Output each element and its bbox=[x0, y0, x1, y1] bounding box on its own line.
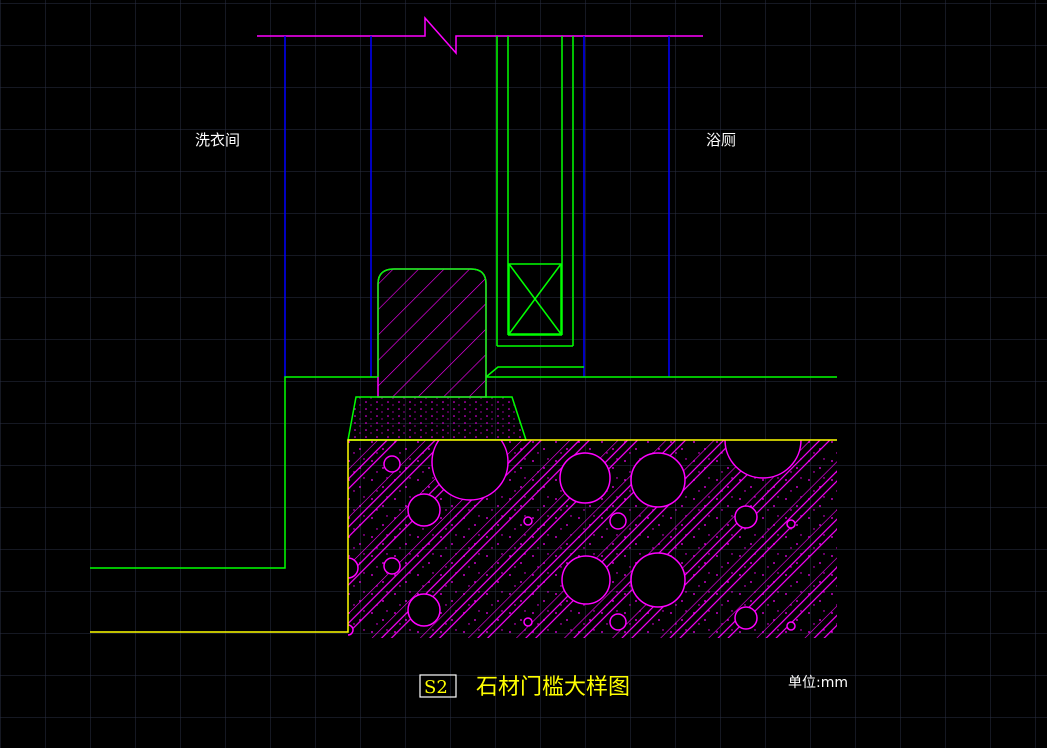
drawing-code: S2 bbox=[424, 677, 448, 698]
floor-finish-line bbox=[90, 366, 837, 569]
mortar-bed bbox=[347, 396, 528, 441]
drawing-title: 石材门槛大样图 bbox=[476, 675, 630, 700]
door-frame bbox=[496, 36, 574, 347]
stone-threshold bbox=[377, 268, 487, 398]
stone-threshold-outline bbox=[377, 268, 487, 397]
drawing-code-box bbox=[419, 674, 457, 698]
slab-edge bbox=[90, 439, 837, 633]
laundry-room-label: 洗衣间 bbox=[195, 131, 240, 149]
wall-lines bbox=[284, 36, 670, 377]
concrete-slab bbox=[348, 440, 837, 638]
bathroom-label: 浴厕 bbox=[706, 131, 736, 149]
unit-label: 单位:mm bbox=[788, 675, 848, 691]
